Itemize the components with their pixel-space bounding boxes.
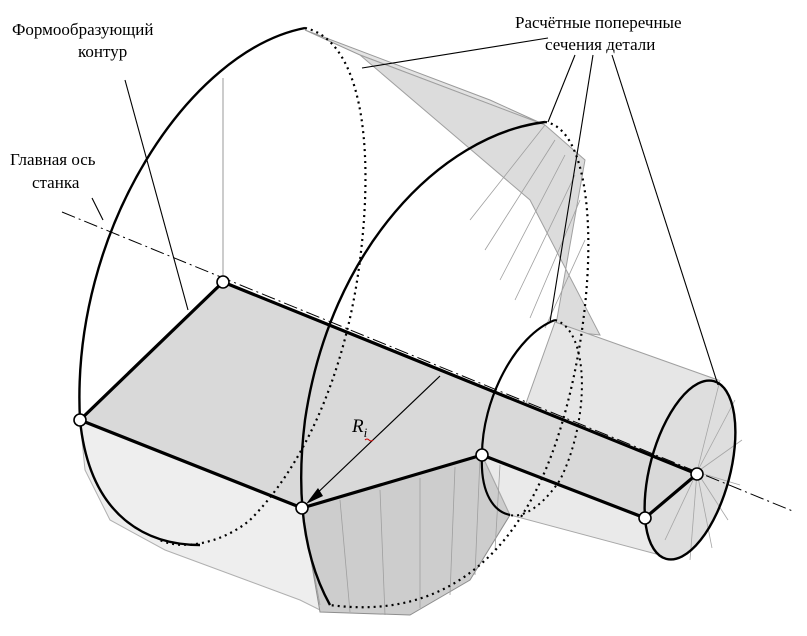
leader-lines (91, 37, 719, 386)
contour-label-line2: контур (78, 42, 127, 61)
axis-leader (91, 197, 104, 221)
cone-hatch-lines (301, 124, 586, 616)
radius-label: Ri (351, 416, 368, 440)
vertex-marker (690, 467, 704, 481)
large-cylinder-front-edge (78, 26, 306, 547)
large-cylinder-hidden-edge (159, 26, 367, 546)
forming-contour-face (80, 282, 697, 518)
section-leader-3 (549, 54, 594, 323)
small-section-front-edge (480, 318, 556, 517)
radius-line (309, 375, 441, 501)
axis-label-line1: Главная ось (10, 150, 96, 169)
contour-label-line1: Формообразующий (12, 20, 153, 39)
radius-label-main: R (351, 416, 364, 437)
vertex-marker (295, 501, 309, 515)
contour-leader (124, 79, 189, 311)
sections-label-line1: Расчётные поперечные (515, 13, 682, 32)
section-leader-1 (361, 37, 549, 69)
section-leader-2 (547, 54, 576, 123)
section-leader-4 (611, 54, 719, 386)
vertex-marker (638, 511, 652, 525)
machine-main-axis (61, 211, 796, 513)
radius-label-sub: i (364, 425, 368, 440)
sections-label-line2: сечения детали (545, 35, 655, 54)
small-section-hidden-edge (509, 319, 583, 517)
radius-arrowhead (306, 488, 323, 504)
small-cylinder-end-edge (643, 379, 737, 561)
vertex-marker (73, 413, 87, 427)
contour-vertices (73, 275, 704, 525)
axis-label-line2: станка (32, 173, 80, 192)
vertex-marker (475, 448, 489, 462)
radius-label-underline (364, 438, 374, 442)
middle-section-front-edge (300, 120, 546, 606)
middle-section-hidden-edge (329, 120, 590, 609)
vertex-marker (216, 275, 230, 289)
end-face-hatch-lines (664, 379, 743, 561)
